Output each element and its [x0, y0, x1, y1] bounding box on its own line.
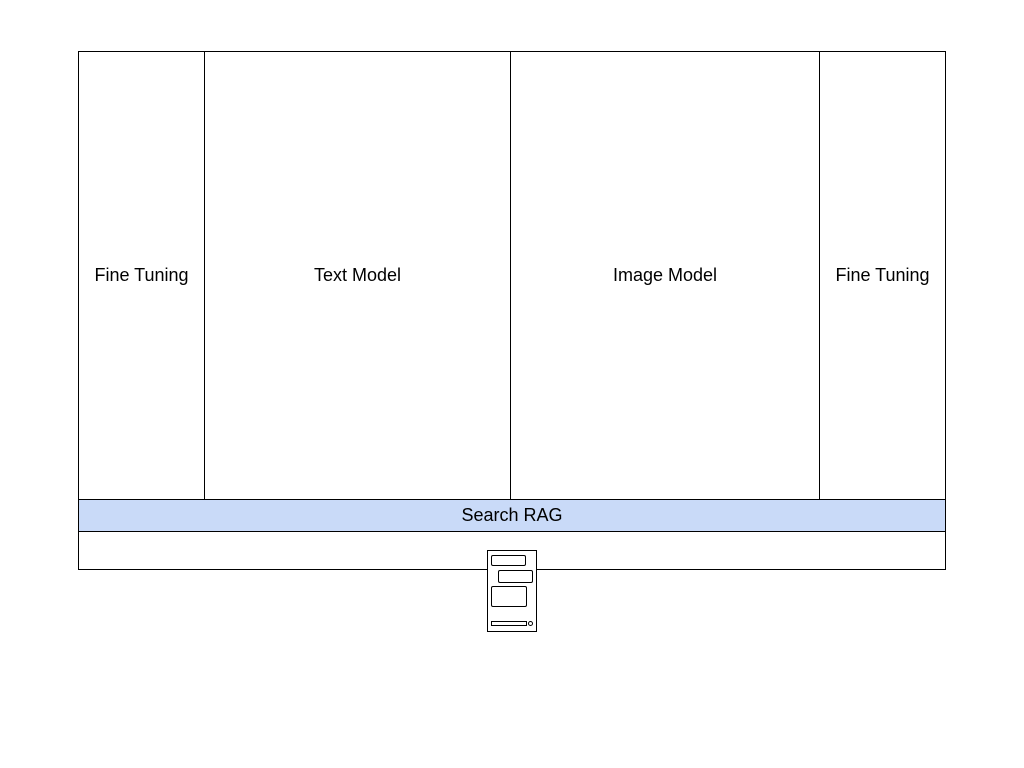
image-model-label: Image Model: [612, 265, 718, 285]
image-model-block: Image Model: [510, 51, 820, 500]
chat-bubble-icon: [491, 586, 527, 607]
fine-tuning-right-block: Fine Tuning: [819, 51, 946, 500]
chat-bubble-icon: [498, 570, 533, 583]
search-rag-block: Search RAG: [78, 499, 946, 532]
search-rag-label: Search RAG: [461, 505, 563, 525]
text-model-label: Text Model: [313, 265, 402, 285]
text-model-block: Text Model: [204, 51, 511, 500]
fine-tuning-left-block: Fine Tuning: [78, 51, 205, 500]
fine-tuning-right-label: Fine Tuning: [835, 265, 930, 285]
chat-input-icon: [491, 621, 527, 626]
chat-bubble-icon: [491, 555, 526, 566]
send-icon: [528, 621, 533, 626]
fine-tuning-left-label: Fine Tuning: [94, 265, 189, 285]
phone-chat-icon: [487, 550, 537, 632]
